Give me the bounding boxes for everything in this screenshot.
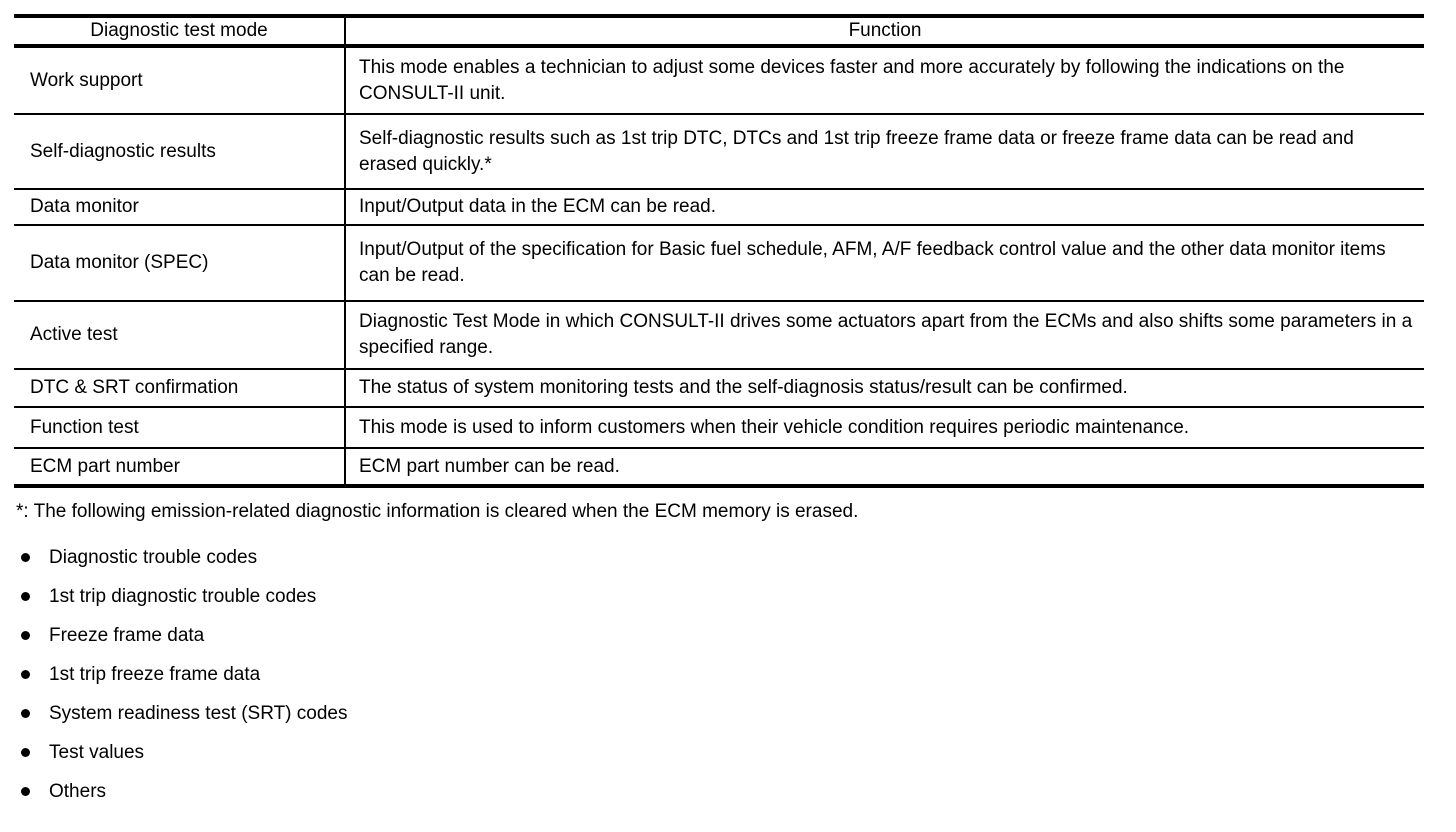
cell-function: Input/Output data in the ECM can be read… [345, 189, 1424, 226]
cell-mode: Data monitor (SPEC) [14, 225, 346, 302]
list-item: Others [14, 772, 1456, 811]
list-item-label: 1st trip freeze frame data [49, 663, 261, 685]
list-item: 1st trip freeze frame data [14, 655, 1456, 694]
list-item: Test values [14, 733, 1456, 772]
table-row: Data monitor (SPEC) Input/Output of the … [14, 225, 1424, 302]
cell-function: ECM part number can be read. [359, 455, 620, 477]
bullet-icon [21, 670, 30, 679]
cell-function: Self-diagnostic results such as 1st trip… [345, 114, 1424, 190]
list-item-label: Test values [49, 741, 145, 763]
table-row: Active test Diagnostic Test Mode in whic… [14, 301, 1424, 370]
list-item: Diagnostic trouble codes [14, 538, 1456, 577]
cell-function: This mode enables a technician to adjust… [345, 46, 1424, 115]
cell-mode: Data monitor [14, 189, 346, 226]
table-row: DTC & SRT confirmation The status of sys… [14, 369, 1424, 408]
cell-mode: Self-diagnostic results [14, 114, 346, 190]
cell-function: The status of system monitoring tests an… [345, 369, 1424, 408]
bullet-icon [21, 592, 30, 601]
table-row: Self-diagnostic results Self-diagnostic … [14, 114, 1424, 190]
cell-function: This mode is used to inform customers wh… [345, 407, 1424, 449]
list-item-label: System readiness test (SRT) codes [49, 702, 348, 724]
asterisk-footnote: *: The following emission-related diagno… [16, 501, 859, 522]
list-item: System readiness test (SRT) codes [14, 694, 1456, 733]
list-item: Freeze frame data [14, 616, 1456, 655]
cell-mode: ECM part number [14, 448, 346, 486]
bullet-icon [21, 748, 30, 757]
emission-info-list: Diagnostic trouble codes 1st trip diagno… [14, 538, 1456, 811]
bullet-icon [21, 631, 30, 640]
list-item-label: Freeze frame data [49, 624, 205, 646]
table-header-row: Diagnostic test mode Function [14, 16, 1424, 48]
cell-function: Diagnostic Test Mode in which CONSULT-II… [345, 301, 1424, 370]
cell-function: Input/Output of the specification for Ba… [345, 225, 1424, 302]
cell-mode: Active test [14, 301, 346, 370]
table-row: ECM part number ECM part number can be r… [14, 448, 1424, 486]
bullet-icon [21, 553, 30, 562]
bullet-icon [21, 709, 30, 718]
list-item-label: 1st trip diagnostic trouble codes [49, 585, 317, 607]
list-item-label: Others [49, 780, 107, 802]
bullet-icon [21, 787, 30, 796]
list-item-label: Diagnostic trouble codes [49, 546, 258, 568]
cell-mode: DTC & SRT confirmation [14, 369, 346, 408]
column-header-function: Function [345, 16, 1424, 48]
diagnostic-test-mode-table: Diagnostic test mode Function Work suppo… [14, 14, 1424, 488]
column-header-diagnostic-test-mode: Diagnostic test mode [14, 16, 346, 48]
cell-mode: Work support [14, 46, 346, 115]
table-row: Function test This mode is used to infor… [14, 407, 1424, 449]
table-row: Work support This mode enables a technic… [14, 46, 1424, 115]
cell-mode: Function test [14, 407, 346, 449]
table-row: Data monitor Input/Output data in the EC… [14, 189, 1424, 226]
list-item: 1st trip diagnostic trouble codes [14, 577, 1456, 616]
